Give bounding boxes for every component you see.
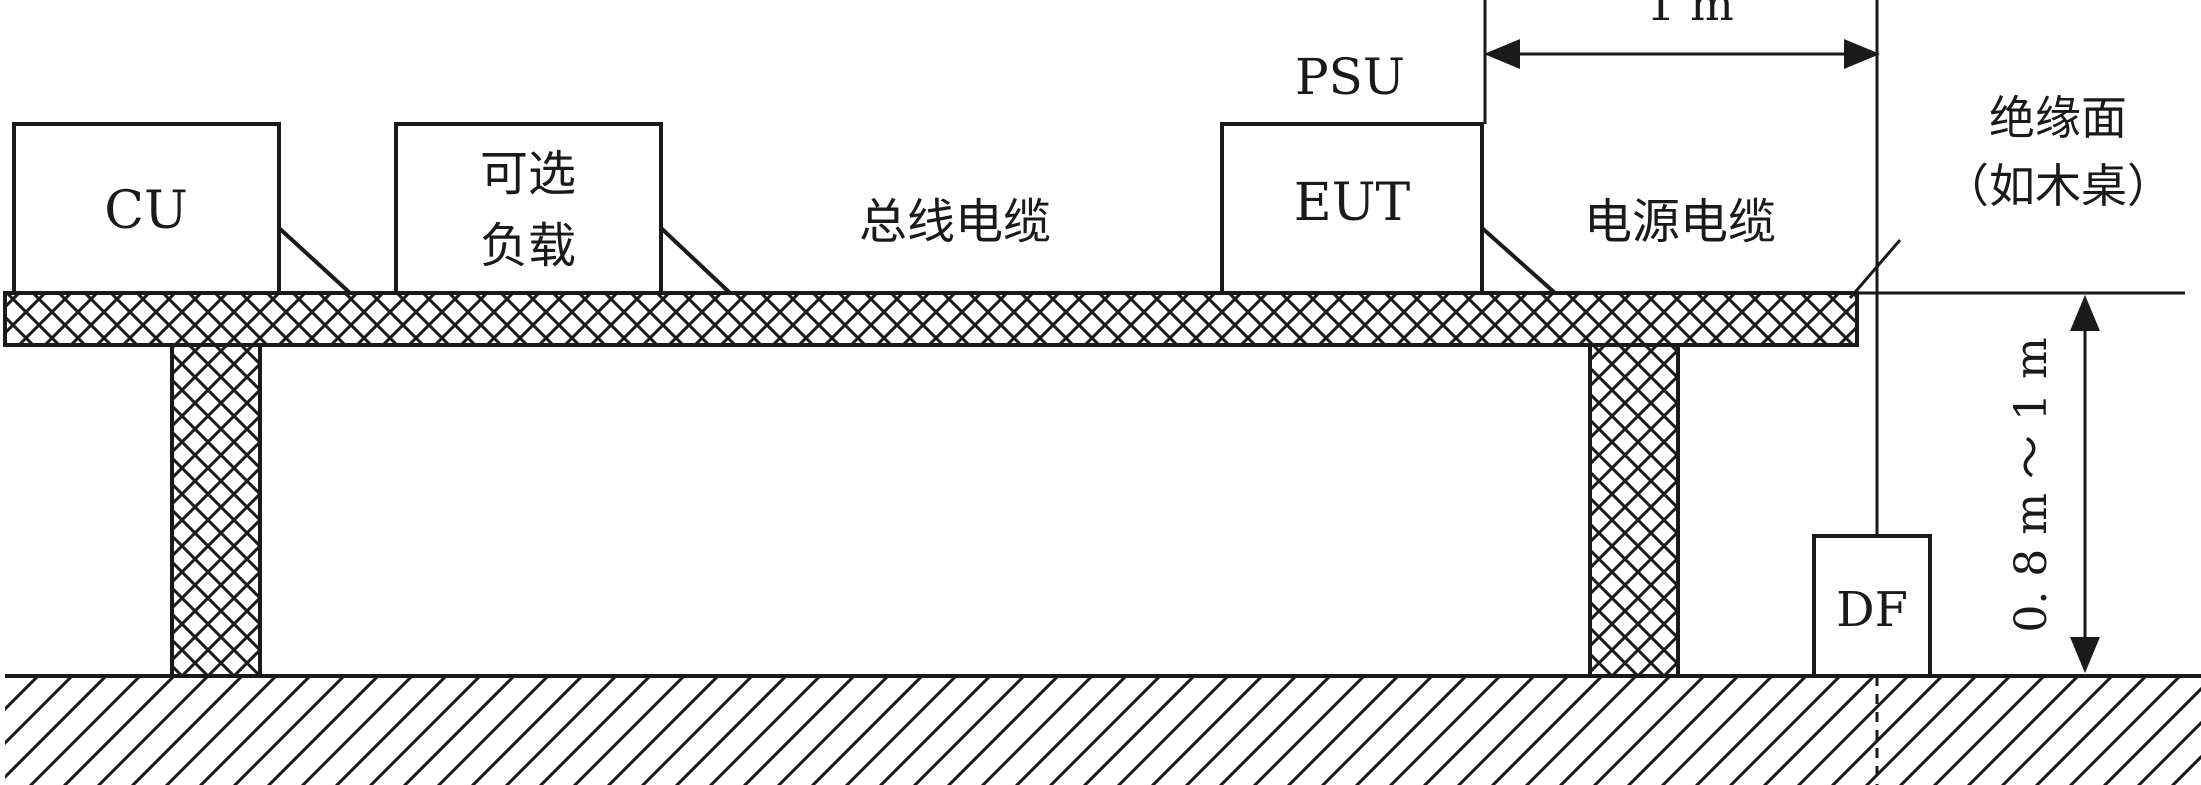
distance-label: 1 m	[1646, 0, 1734, 31]
optional-load-label-line2: 负载	[480, 218, 576, 274]
table-leg-left	[170, 343, 262, 678]
insulating-surface-label-line1: 绝缘面	[1989, 91, 2127, 145]
eut-label: EUT	[1294, 173, 1411, 233]
cu-cable-connector	[277, 226, 352, 295]
ground	[5, 674, 2201, 785]
optional-load-box	[394, 122, 663, 295]
insulating-surface-label-line2: （如木桌）	[1943, 159, 2173, 213]
optional-load-cable-connector	[659, 226, 732, 295]
height-dimension	[1857, 291, 2185, 673]
optional-load-label-line1: 可选	[480, 146, 576, 202]
distance-dimension	[1483, 0, 1880, 124]
psu-label: PSU	[1295, 48, 1405, 106]
eut-box	[1220, 122, 1484, 295]
df-label: DF	[1836, 582, 1908, 638]
cu-label: CU	[104, 181, 188, 241]
eut-cable-connector	[1480, 226, 1557, 295]
df-box	[1812, 534, 1932, 678]
table-top	[3, 291, 1859, 347]
height-label: 0. 8 m ～ 1 m	[2006, 337, 2057, 632]
cu-box	[12, 122, 281, 295]
insulating-surface-leader	[1848, 239, 1902, 299]
power-cable-label: 电源电缆	[1584, 194, 1776, 250]
table-leg-right	[1588, 343, 1680, 678]
bus-cable-label: 总线电缆	[859, 194, 1051, 250]
